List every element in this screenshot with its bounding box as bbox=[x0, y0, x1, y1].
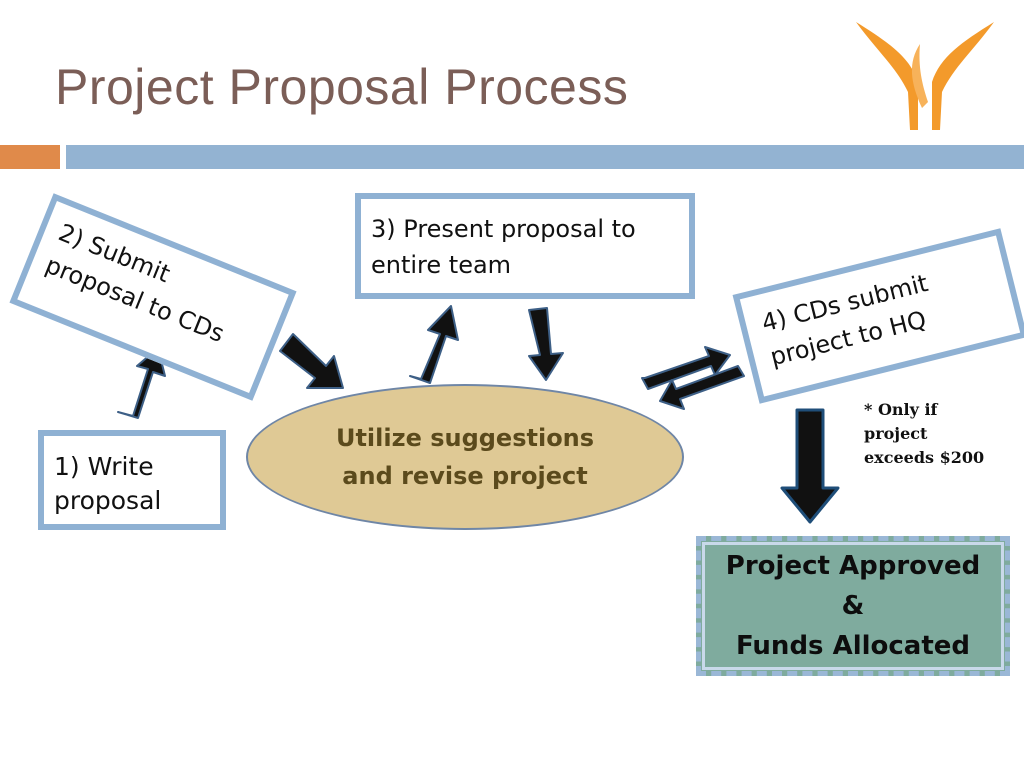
arrow-center-to-step3 bbox=[409, 305, 459, 384]
note-line-3: exceeds $200 bbox=[864, 448, 985, 467]
outcome-line-3: Funds Allocated bbox=[735, 631, 971, 662]
project-approved-box: Project Approved & Funds Allocated bbox=[696, 536, 1010, 676]
note-line-1: * Only if bbox=[864, 400, 938, 419]
step-1-box: 1) Write proposal bbox=[38, 430, 226, 530]
logo-icon bbox=[856, 22, 994, 130]
arrow-step3-to-center bbox=[528, 307, 564, 381]
title-underline-accent-blue bbox=[66, 145, 1024, 169]
arrow-center-to-step4 bbox=[641, 346, 731, 390]
slide-title: Project Proposal Process bbox=[55, 59, 629, 115]
note-line-2: project bbox=[864, 424, 928, 443]
threshold-note: * Only if project exceeds $200 bbox=[864, 398, 1004, 470]
arrow-step4-to-approved bbox=[780, 408, 840, 524]
step-3-line-1: 3) Present proposal to bbox=[371, 215, 636, 243]
step-1-line-1: 1) Write bbox=[54, 452, 154, 481]
center-line-2: and revise project bbox=[342, 462, 588, 490]
title-underline-accent-orange bbox=[0, 145, 60, 169]
step-3-line-2: entire team bbox=[371, 251, 512, 279]
step-3-box: 3) Present proposal to entire team bbox=[355, 193, 695, 299]
step-1-line-2: proposal bbox=[54, 485, 162, 515]
revise-project-ellipse: Utilize suggestions and revise project bbox=[246, 384, 684, 530]
arrow-step2-to-center bbox=[279, 333, 344, 389]
outcome-line-2: & bbox=[841, 590, 865, 621]
outcome-line-1: Project Approved bbox=[725, 550, 981, 581]
arrow-step4-to-center bbox=[659, 365, 745, 410]
center-line-1: Utilize suggestions bbox=[335, 423, 595, 452]
